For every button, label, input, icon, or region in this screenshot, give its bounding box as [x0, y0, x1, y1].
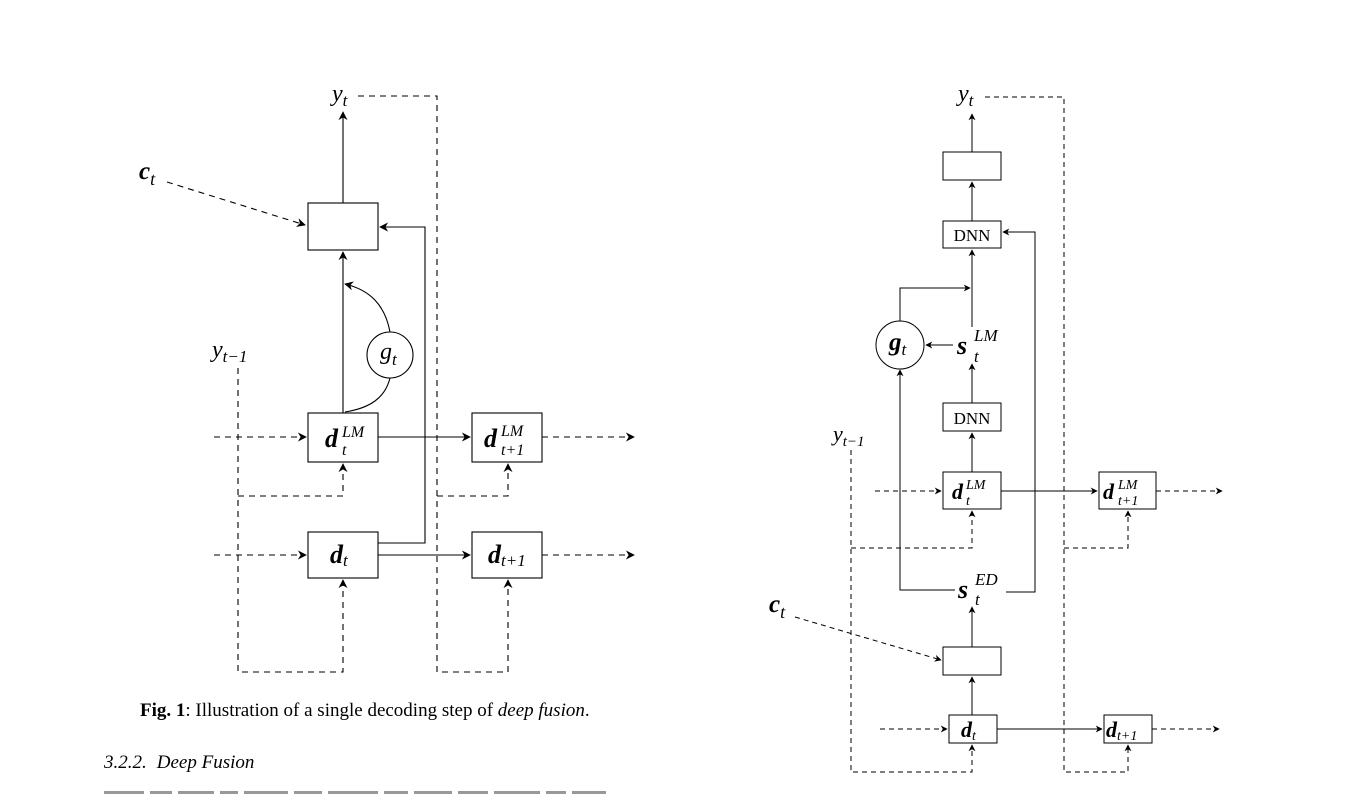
figure-right — [794, 96, 1223, 773]
caption-text: : Illustration of a single decoding step… — [185, 700, 498, 721]
right-output-box — [942, 151, 1002, 181]
section-number: 3.2.2. — [104, 752, 147, 773]
right-y-t-minus-1-label: yt−1 — [831, 421, 865, 450]
section-heading: 3.2.2. Deep Fusion — [104, 752, 254, 774]
right-y-t-label: yt — [956, 81, 975, 110]
dnn-top-label: DNN — [954, 226, 991, 245]
g-t-label: gt — [380, 339, 398, 369]
right-c-t-label: ct — [769, 591, 786, 622]
figure-left — [166, 95, 635, 673]
c-t-label: ct — [139, 158, 156, 189]
d-t-label: dt — [330, 540, 349, 570]
right-ct-box — [942, 646, 1002, 676]
cut-off-text-line — [104, 788, 664, 795]
caption-emphasis: deep fusion — [497, 700, 585, 721]
output-box — [307, 202, 379, 251]
right-d-t1-label: dt+1 — [1106, 717, 1137, 744]
caption-end: . — [584, 700, 590, 721]
right-d-t-label: dt — [961, 717, 977, 744]
caption-label: Fig. 1 — [140, 700, 186, 721]
right-g-t-label: gt — [888, 329, 908, 359]
y-t-label: yt — [330, 81, 349, 110]
d-t1-label: dt+1 — [488, 540, 526, 570]
dnn-mid-label: DNN — [954, 409, 991, 428]
section-title: Deep Fusion — [156, 752, 255, 773]
figure-caption: Fig. 1: Illustration of a single decodin… — [140, 700, 590, 722]
y-t-minus-1-label: yt−1 — [210, 337, 247, 366]
